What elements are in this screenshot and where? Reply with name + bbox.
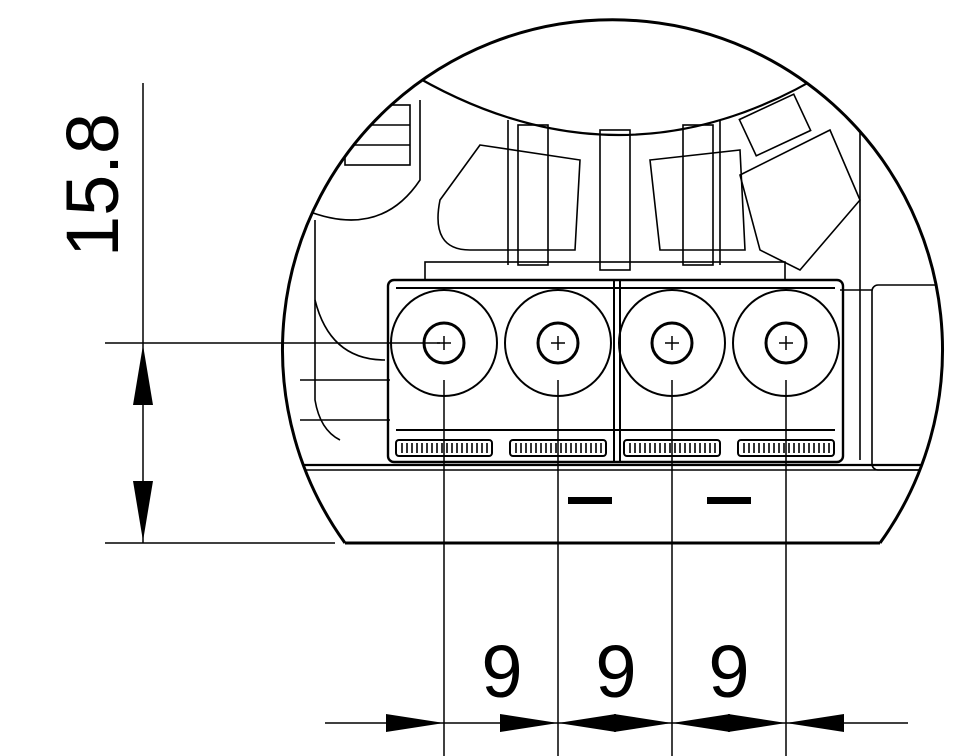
dimension-arrows xyxy=(133,345,153,541)
clamp-hatch-2 xyxy=(515,443,602,453)
pitch-label-1: 9 xyxy=(481,630,522,713)
pitch-arrow-2-end xyxy=(614,714,672,732)
pitch-arrow-3-start xyxy=(672,714,730,732)
pitch-arrow-2-start xyxy=(558,714,616,732)
terminal-block-body xyxy=(386,278,845,464)
housing-internals xyxy=(300,69,943,471)
terminal-screw-4 xyxy=(764,321,808,365)
clamp-hatch-4 xyxy=(743,443,830,453)
pitch-label-3: 9 xyxy=(708,630,749,713)
terminal-screw-2 xyxy=(536,321,580,365)
pitch-arrow-1-end xyxy=(500,714,558,732)
clamp-hatch-3 xyxy=(629,443,716,453)
terminal-block xyxy=(386,278,845,464)
polarity-marks xyxy=(568,497,751,504)
right-block xyxy=(871,284,943,471)
arrow-down xyxy=(133,481,153,541)
minus-mark-1 xyxy=(568,497,612,504)
pin-3 xyxy=(682,124,714,266)
pitch-marks xyxy=(386,714,844,732)
pitch-arrow-left-outer xyxy=(386,714,444,732)
terminal-screw-3 xyxy=(650,321,694,365)
top-cavity-arc xyxy=(404,69,831,137)
dimension-lines xyxy=(105,83,908,724)
right-angled-part xyxy=(739,128,861,271)
left-cavity xyxy=(304,100,421,221)
arrow-up xyxy=(133,345,153,405)
pin-1 xyxy=(517,124,549,266)
minus-mark-2 xyxy=(707,497,751,504)
left-wire-bend xyxy=(437,144,581,251)
pitch-label-2: 9 xyxy=(595,630,636,713)
vertical-dimension-label: 15.8 xyxy=(51,113,134,257)
right-wire-bend xyxy=(649,149,746,251)
pitch-arrow-3-end xyxy=(728,714,786,732)
clamp-hatch-1 xyxy=(401,443,488,453)
pitch-arrow-right-outer xyxy=(786,714,844,732)
pin-2 xyxy=(599,129,631,271)
terminal-screws xyxy=(390,289,840,756)
